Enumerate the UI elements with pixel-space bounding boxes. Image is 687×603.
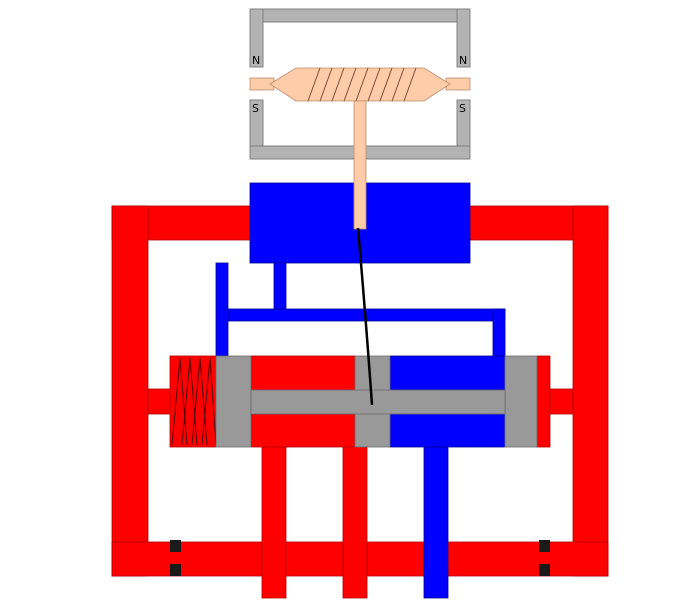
- armature: [249, 67, 471, 230]
- magnet-top-left-leg: [249, 8, 264, 68]
- coil-winding: [307, 67, 417, 102]
- magnet-top-right-leg: [456, 8, 471, 68]
- spool-right-land: [504, 355, 538, 448]
- seal-left-upper: [170, 540, 181, 552]
- seal-right-lower: [539, 564, 550, 576]
- seal-left-lower: [170, 564, 181, 576]
- pressure-lower-left-chamber: [250, 413, 356, 448]
- return-drop-pipe: [273, 262, 287, 310]
- armature-coil-body: [269, 67, 451, 102]
- seals: [170, 540, 550, 576]
- pressure-upper-left-chamber: [250, 355, 356, 391]
- north-pole-right-label: N: [459, 54, 467, 67]
- south-pole-left-label: S: [252, 102, 259, 115]
- magnet-top-bar: [249, 8, 471, 23]
- supply-port-left: [261, 444, 287, 599]
- south-pole-right-label: S: [459, 102, 466, 115]
- spool-left-land: [215, 355, 252, 448]
- supply-port-center: [342, 444, 368, 599]
- spool-spring: [171, 357, 217, 446]
- armature-stem: [353, 100, 367, 230]
- return-port: [423, 446, 449, 599]
- return-right-vertical: [492, 308, 506, 357]
- valve-spool: [215, 355, 538, 448]
- pressure-right-end-chamber: [536, 355, 551, 448]
- pressure-right-outer-wall: [572, 205, 609, 577]
- feedback-flapper-wire: [356, 227, 374, 406]
- return-lower-right-chamber: [389, 413, 506, 448]
- north-pole-left-label: N: [252, 54, 260, 67]
- pressure-left-outer-wall: [111, 205, 149, 577]
- return-left-vertical: [215, 262, 229, 357]
- return-upper-right-chamber: [389, 355, 506, 391]
- spool-shaft: [250, 389, 506, 415]
- seal-right-upper: [539, 540, 550, 552]
